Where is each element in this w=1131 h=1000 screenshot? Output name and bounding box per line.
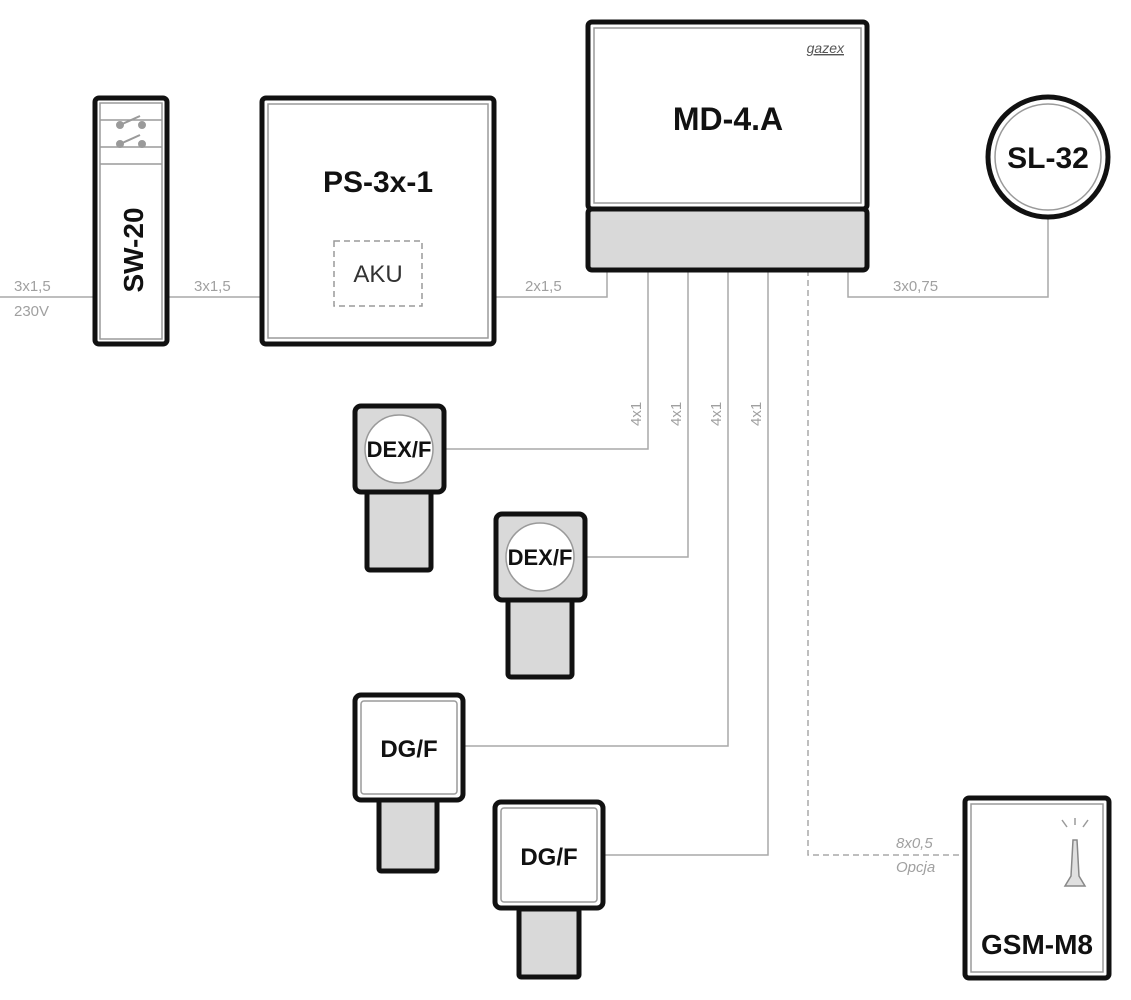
device-ps: PS-3x-1 AKU [259,95,497,347]
sl32-label: SL-32 [1007,142,1089,175]
device-sl32: SL-32 [985,94,1111,220]
cable-label-sw-ps: 3x1,5 [194,278,231,295]
wire-bus3 [463,270,729,747]
dg2-label: DG/F [520,844,577,871]
md-label: MD-4.A [673,101,783,137]
ps-label: PS-3x-1 [323,166,433,199]
wire-md-sl32 [847,216,1049,298]
cable-label-md-sl32: 3x0,75 [893,278,938,295]
device-dg1: DG/F [352,692,466,874]
device-gsm: GSM-M8 [962,795,1112,981]
wire-gsm [807,270,965,856]
cable-label-bus2: 4x1 [668,402,685,426]
cable-labels: 3x1,5 230V 3x1,5 2x1,5 3x0,75 4x1 4x1 4x… [14,278,938,876]
cable-label-bus3: 4x1 [708,402,725,426]
dex1-label: DEX/F [367,437,432,462]
wire-ps-md [494,270,608,298]
brand-label: gazex [807,40,845,56]
aku-box [333,240,423,307]
wire-bus2 [585,270,689,558]
device-sw20: SW-20 [92,95,170,347]
wire-bus4 [603,270,769,856]
wire-bus1 [444,270,649,450]
cable-label-gsm: 8x0,5 [896,835,933,852]
device-dex2: DEX/F [493,511,588,680]
dex2-label: DEX/F [508,545,573,570]
device-dex1: DEX/F [352,403,447,573]
device-dg2: DG/F [492,799,606,980]
cable-label-bus1: 4x1 [628,402,645,426]
aku-label: AKU [353,261,402,288]
gsm-label: GSM-M8 [981,929,1093,960]
dg1-label: DG/F [380,736,437,763]
sw20-label: SW-20 [118,207,149,292]
switch-icon [116,115,146,148]
cable-label-mains: 3x1,5 [14,278,51,295]
cable-label-voltage: 230V [14,303,49,320]
cable-label-gsm-note: Opcja [896,859,935,876]
cable-label-ps-md: 2x1,5 [525,278,562,295]
cable-label-bus4: 4x1 [748,402,765,426]
antenna-icon [1061,818,1089,887]
device-md: gazex MD-4.A [585,19,870,273]
wires [0,216,1049,856]
